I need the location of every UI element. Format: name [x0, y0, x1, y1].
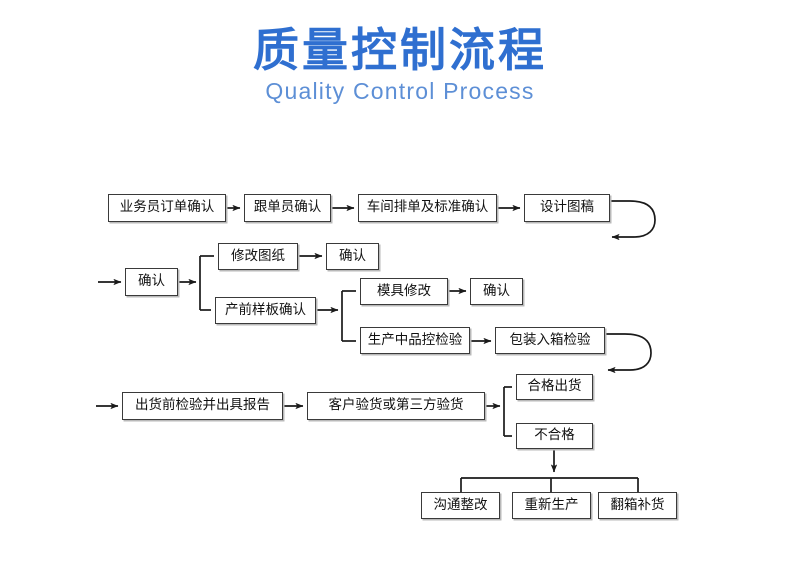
arrow-row2-return [605, 333, 652, 374]
node-business-order-confirm[interactable]: 业务员订单确认 [108, 194, 226, 222]
node-design-draft[interactable]: 设计图稿 [524, 194, 610, 222]
arrow-row1-return [610, 200, 656, 241]
page-header: 质量控制流程 Quality Control Process [0, 26, 800, 105]
node-customer-or-third-party-inspection[interactable]: 客户验货或第三方验货 [307, 392, 485, 420]
node-revise-drawing[interactable]: 修改图纸 [218, 243, 298, 270]
node-workshop-schedule-confirm[interactable]: 车间排单及标准确认 [358, 194, 497, 222]
node-pre-shipment-inspection-report[interactable]: 出货前检验并出具报告 [122, 392, 283, 420]
page-subtitle: Quality Control Process [265, 78, 535, 105]
page-title: 质量控制流程 [253, 23, 547, 77]
node-reproduce[interactable]: 重新生产 [512, 492, 591, 519]
node-repack-replenish[interactable]: 翻箱补货 [598, 492, 677, 519]
node-communicate-rectify[interactable]: 沟通整改 [421, 492, 500, 519]
node-qualified-shipment[interactable]: 合格出货 [516, 374, 593, 400]
node-confirm-3[interactable]: 确认 [470, 278, 523, 305]
node-merchandiser-confirm[interactable]: 跟单员确认 [244, 194, 331, 222]
node-confirm-2[interactable]: 确认 [326, 243, 379, 270]
node-in-production-qc-inspection[interactable]: 生产中品控检验 [360, 327, 470, 354]
node-confirm-1[interactable]: 确认 [125, 268, 178, 296]
node-unqualified[interactable]: 不合格 [516, 423, 593, 449]
node-mold-modification[interactable]: 模具修改 [360, 278, 448, 305]
node-packing-inspection[interactable]: 包装入箱检验 [495, 327, 605, 354]
node-pre-production-sample-confirm[interactable]: 产前样板确认 [215, 297, 316, 324]
